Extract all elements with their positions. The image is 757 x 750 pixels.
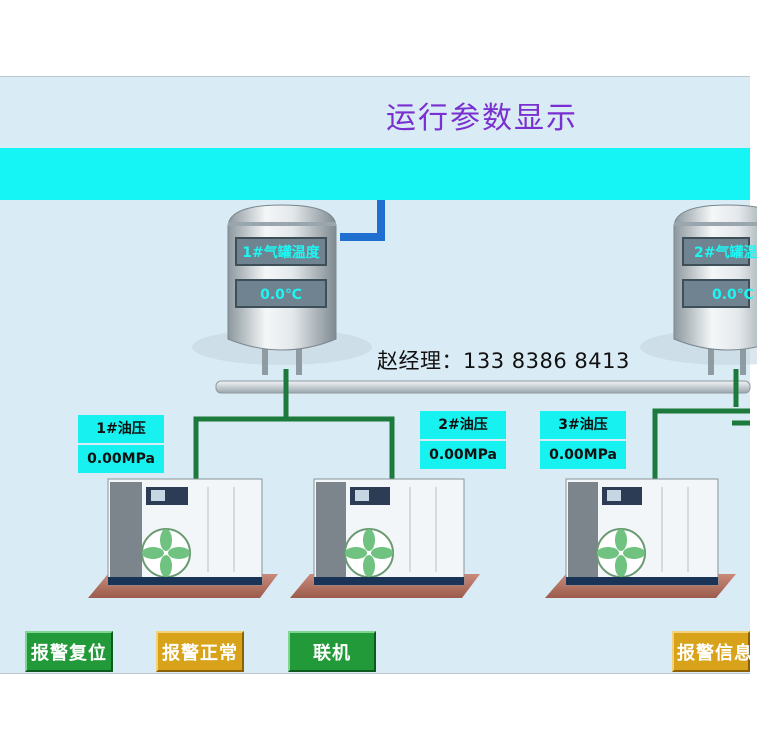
- page-title: 运行参数显示: [386, 101, 578, 136]
- tank1-temp-display: 0.0℃: [235, 279, 327, 308]
- oil-pressure-2-value: 0.00MPa: [420, 441, 506, 469]
- main-header-pipe: [215, 380, 751, 394]
- oil-pressure-2-label: 2#油压: [420, 411, 506, 439]
- tank2-temp-display: 0.0℃: [682, 279, 754, 308]
- process-diagram: [88, 200, 757, 598]
- alarm-reset-button[interactable]: 报警复位: [25, 631, 113, 672]
- blue-air-pipe: [340, 200, 385, 241]
- online-button[interactable]: 联机: [288, 631, 376, 672]
- tank1-name-display: 1#气罐温度: [235, 237, 327, 266]
- compressor-3[interactable]: [565, 478, 719, 586]
- oil-pressure-3-value: 0.00MPa: [540, 441, 626, 469]
- oil-pressure-3-label: 3#油压: [540, 411, 626, 439]
- alarm-info-button[interactable]: 报警信息: [672, 631, 752, 672]
- compressor-2[interactable]: [313, 478, 465, 586]
- alarm-normal-button[interactable]: 报警正常: [156, 631, 244, 672]
- hmi-screen: 运行参数显示: [0, 76, 757, 674]
- green-pipes: [193, 369, 750, 479]
- header-band: [0, 148, 750, 200]
- compressor-1[interactable]: [107, 478, 263, 586]
- oil-pressure-1-value: 0.00MPa: [78, 445, 164, 473]
- contact-info: 赵经理：133 8386 8413: [377, 349, 630, 373]
- tank2-name-display: 2#气罐温: [682, 237, 757, 266]
- oil-pressure-1-label: 1#油压: [78, 415, 164, 443]
